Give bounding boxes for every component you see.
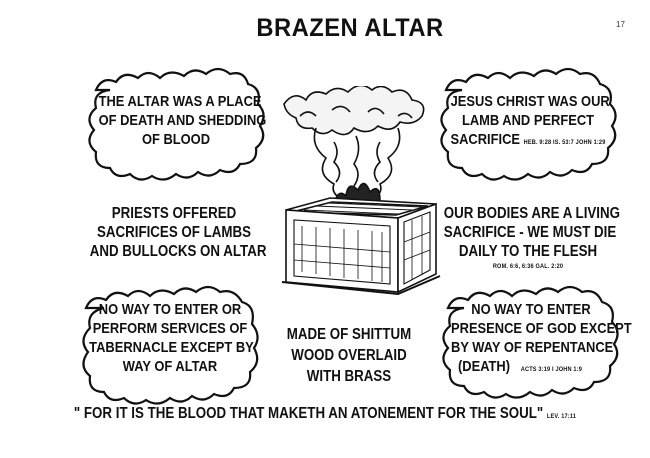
cloud-line: JESUS CHRIST WAS OUR: [450, 93, 610, 110]
bodies-text-line: OUR BODIES ARE A LIVING: [443, 205, 620, 222]
priests-text-line: PRIESTS OFFERED: [111, 205, 237, 222]
cloud-outline-icon: [440, 67, 617, 181]
cloud-top-right: JESUS CHRIST WAS OUR LAMB AND PERFECT SA…: [432, 67, 624, 181]
scripture-reference: HEB. 9:28 IS. 53:7 JOHN 1:29: [523, 139, 606, 146]
material-text-line: MADE OF SHITTUM: [286, 326, 412, 343]
cloud-line: TABERNACLE EXCEPT BY: [89, 339, 254, 356]
priests-text-line: AND BULLOCKS ON ALTAR: [89, 243, 267, 260]
page-title: BRAZEN ALTAR: [256, 14, 444, 42]
cloud-bottom-right: NO WAY TO ENTER PRESENCE OF GOD EXCEPT B…: [434, 285, 632, 399]
cloud-top-left: THE ALTAR WAS A PLACE OF DEATH AND SHEDD…: [82, 67, 270, 181]
footer-quote-text: " FOR IT IS THE BLOOD THAT MAKETH AN ATO…: [73, 405, 544, 422]
cloud-bottom-left: NO WAY TO ENTER OR PERFORM SERVICES OF T…: [72, 285, 268, 405]
cloud-line: NO WAY TO ENTER: [471, 301, 591, 318]
cloud-line: NO WAY TO ENTER OR: [98, 301, 242, 318]
cloud-line: THE ALTAR WAS A PLACE: [98, 93, 262, 110]
scripture-reference: ACTS 3:19 I JOHN 1:9: [520, 366, 583, 373]
cloud-line: OF DEATH AND SHEDDING: [98, 112, 267, 129]
cloud-line: WAY OF ALTAR: [122, 358, 218, 375]
cloud-line: PRESENCE OF GOD EXCEPT: [451, 320, 632, 337]
brazen-altar-icon: [281, 86, 441, 296]
cloud-outline-icon: [442, 285, 619, 399]
cloud-line: PERFORM SERVICES OF: [92, 320, 248, 337]
cloud-line: BY WAY OF REPENTANCE: [451, 339, 614, 356]
scripture-reference: LEV. 17:11: [546, 413, 577, 420]
cloud-outline-icon: [88, 67, 265, 181]
bodies-text-line: DAILY TO THE FLESH: [458, 243, 598, 260]
footer-quote: " FOR IT IS THE BLOOD THAT MAKETH AN ATO…: [46, 405, 605, 423]
cloud-line: (DEATH): [457, 358, 511, 375]
scripture-reference: ROM. 6:6, 6:36 GAL. 2:20: [492, 263, 564, 270]
material-text-line: WOOD OVERLAID: [291, 347, 407, 364]
cloud-line: OF BLOOD: [141, 131, 211, 148]
cloud-outline-icon: [82, 285, 259, 405]
priests-text-line: SACRIFICES OF LAMBS: [96, 224, 252, 241]
cloud-line: LAMB AND PERFECT: [461, 112, 595, 129]
bodies-text-line: SACRIFICE - WE MUST DIE: [443, 224, 617, 241]
cloud-line: SACRIFICE: [450, 131, 521, 148]
page-number: 17: [616, 20, 625, 29]
material-text-line: WITH BRASS: [306, 368, 392, 385]
